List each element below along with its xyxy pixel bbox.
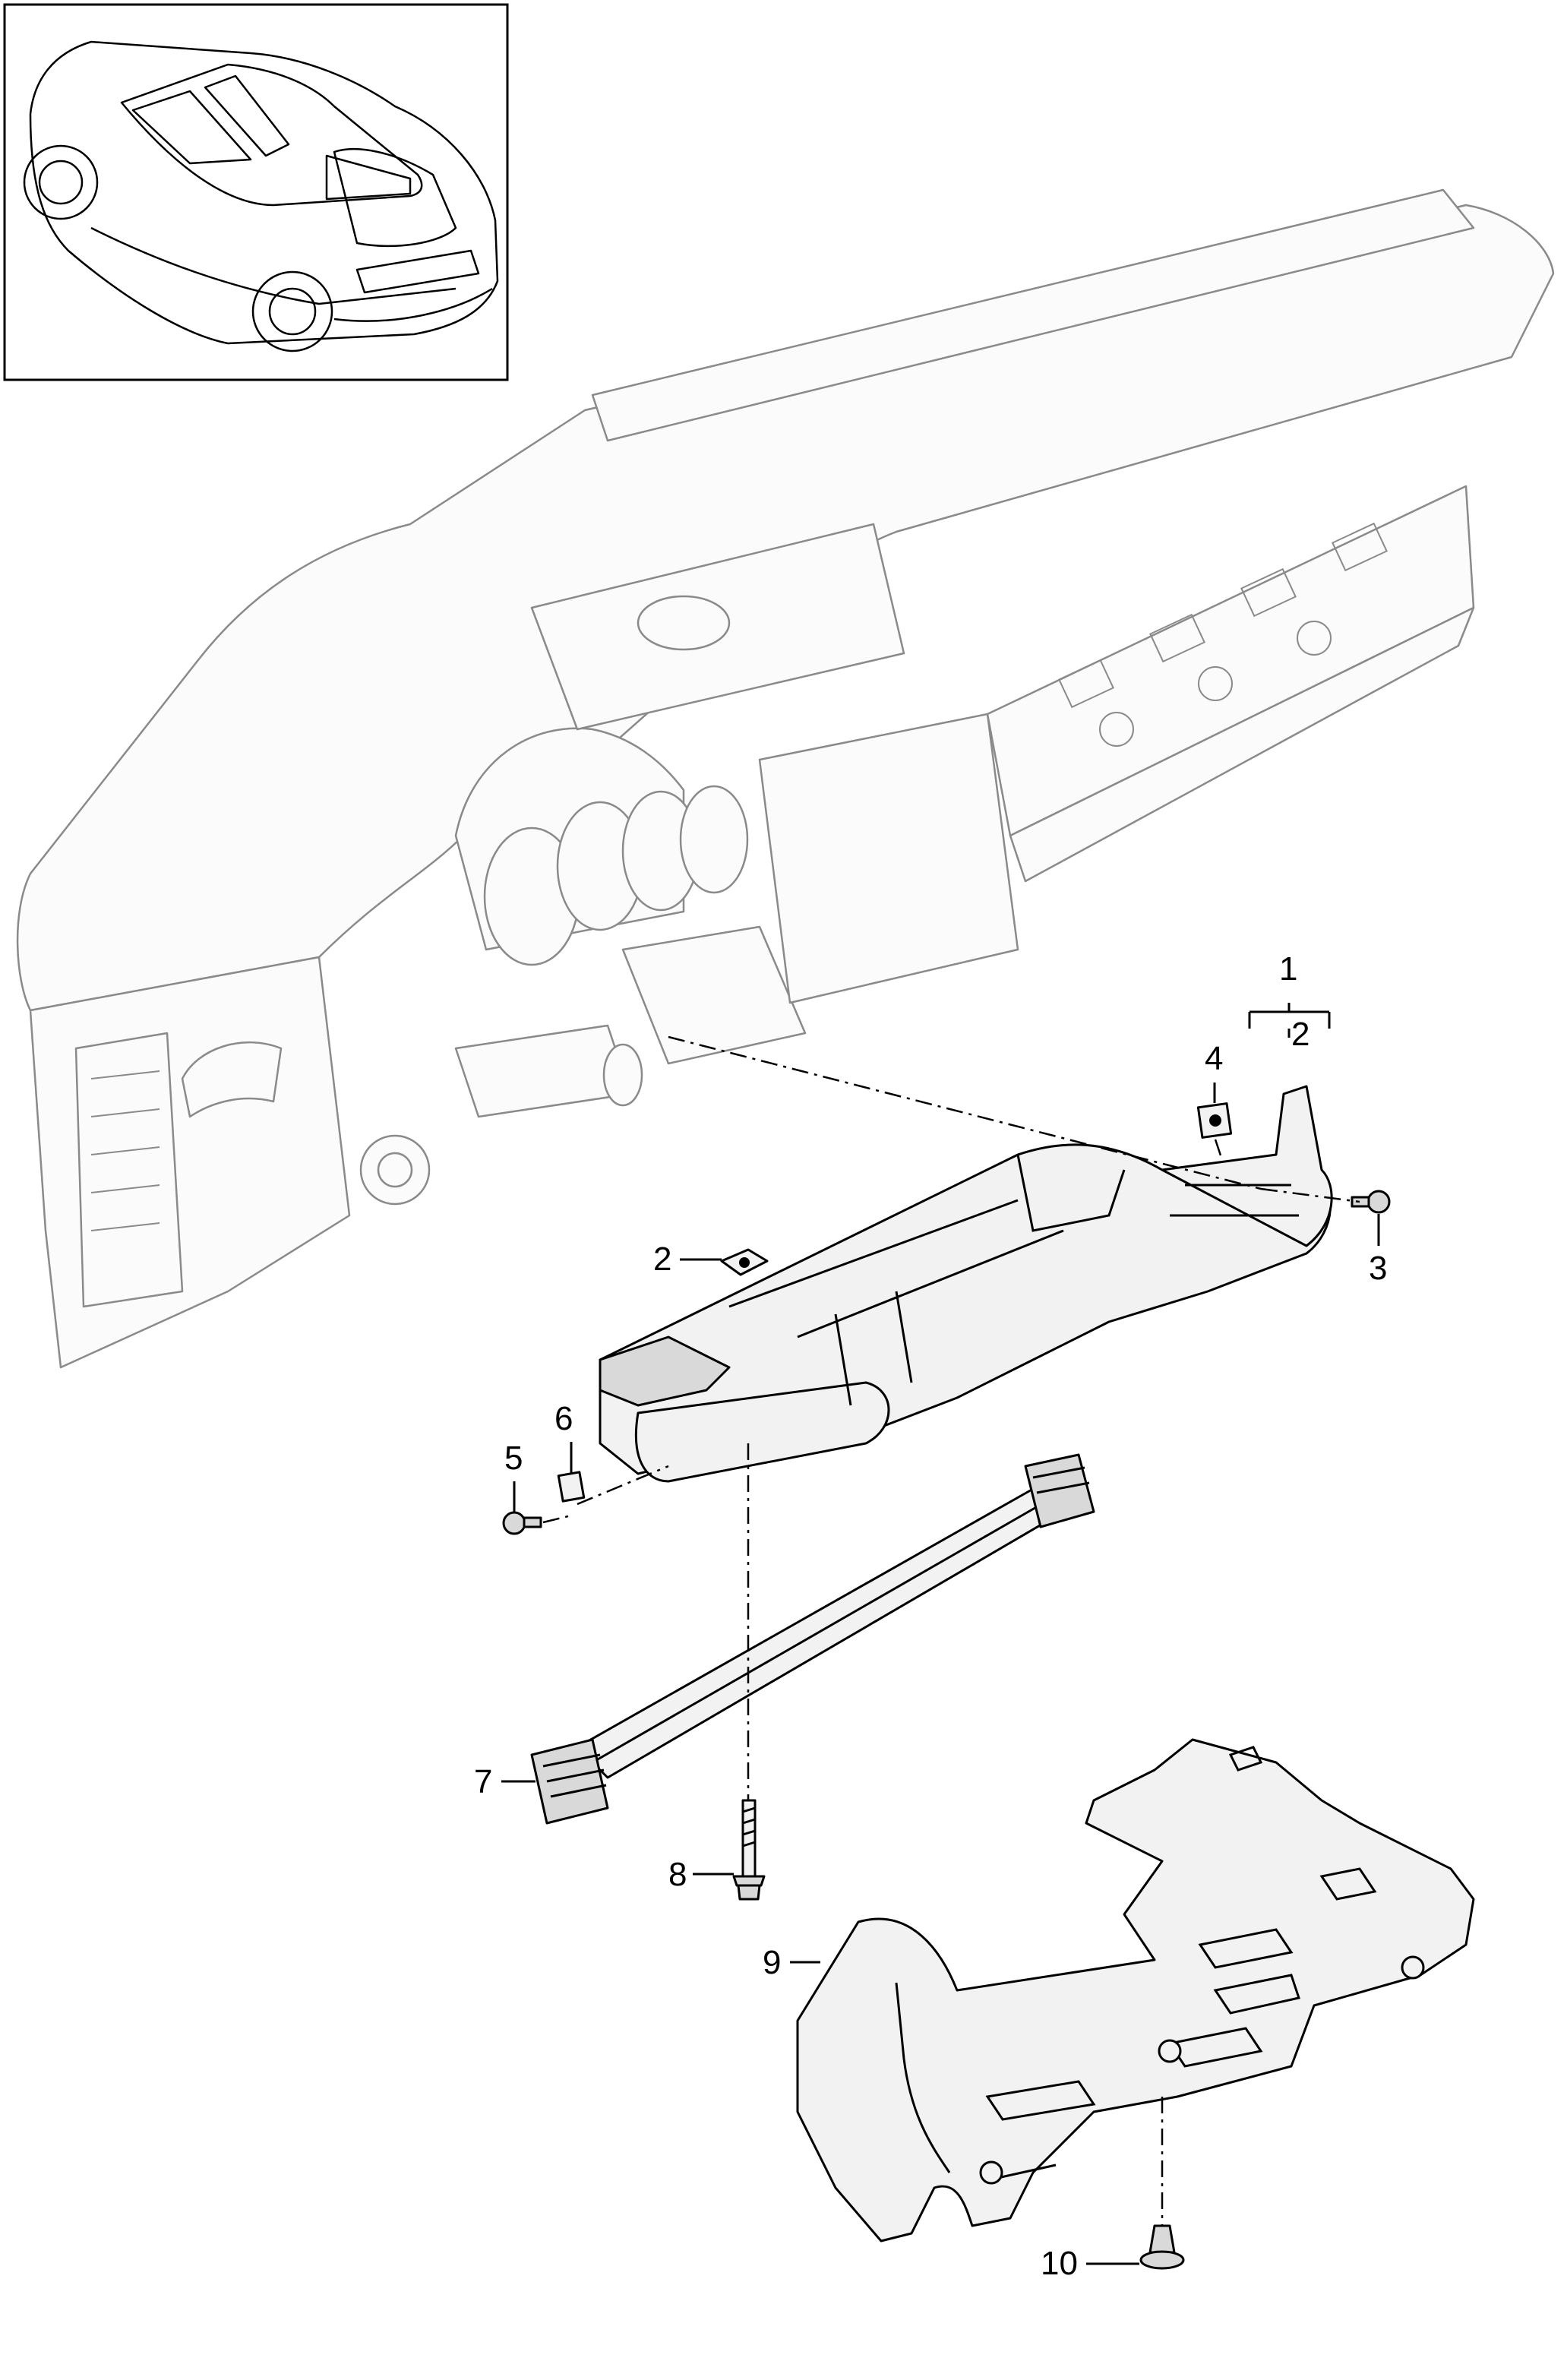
car-icon [23, 40, 499, 352]
part-2-clip-nut [720, 1248, 769, 1276]
callout-2: 2 [653, 1241, 672, 1278]
callout-7: 7 [474, 1763, 493, 1800]
leader-lines [501, 1003, 1380, 2265]
part-6-clip [557, 1471, 586, 1503]
part-1-lower-trim-assembly [599, 1085, 1333, 1483]
callout-2-bracket: 2 [1291, 1016, 1310, 1053]
part-3-screw [1351, 1190, 1391, 1214]
part-9-footwell-panel [796, 1738, 1475, 2243]
callout-3: 3 [1369, 1250, 1388, 1287]
part-8-bolt [732, 1799, 766, 1901]
callout-1: 1 [1279, 950, 1298, 988]
dashboard-assembly [16, 188, 1555, 1369]
instrument-gauges [483, 785, 749, 966]
part-7-support-bar [530, 1453, 1095, 1825]
assembly-lines [542, 1035, 1360, 2226]
part-5-screw [502, 1511, 542, 1535]
callout-10: 10 [1041, 2245, 1078, 2282]
callout-9: 9 [763, 1944, 782, 1981]
callout-5: 5 [504, 1440, 523, 1477]
part-10-expanding-clip [1139, 2224, 1185, 2270]
callout-8: 8 [668, 1856, 687, 1893]
part-4-clip-nut [1196, 1102, 1233, 1139]
callout-6: 6 [554, 1400, 573, 1437]
callout-4: 4 [1205, 1040, 1224, 1077]
vehicle-thumbnail [3, 3, 509, 381]
